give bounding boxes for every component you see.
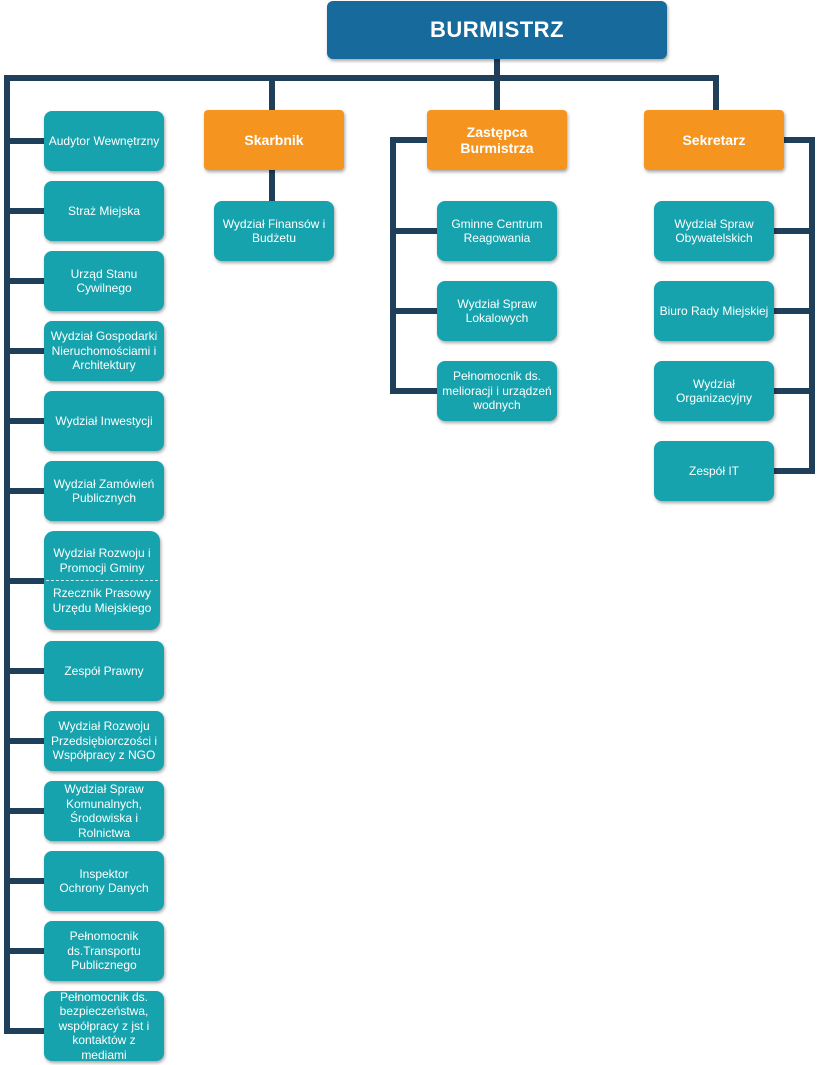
node-sekretarz-label: Sekretarz [682,132,746,148]
node-zespol-prawny: Zespół Prawny [44,641,164,701]
node-label: Biuro Rady Miejskiej [659,303,769,318]
node-audytor-wewnetrzny: Audytor Wewnętrzny [44,111,164,171]
node-label: Straż Miejska [67,203,141,218]
node-biuro-rady-miejskiej: Biuro Rady Miejskiej [654,281,774,341]
node-skarbnik: Skarbnik [204,110,344,170]
node-zespol-it: Zespół IT [654,441,774,501]
node-sekretarz: Sekretarz [644,110,784,170]
node-wydzial-spraw-obywatelskich: Wydział Spraw Obywatelskich [654,201,774,261]
node-wydzial-zamowien-publicznych: Wydział Zamówień Publicznych [44,461,164,521]
node-label: Wydział Rozwoju i Promocji Gminy [53,546,151,575]
node-label: Gminne Centrum Reagowania [451,216,543,246]
node-label: Wydział Inwestycji [55,413,153,428]
node-label: Pełnomocnik ds.Transportu Publicznego [67,929,141,973]
node-label: Pełnomocnik ds. bezpieczeństwa, współpra… [58,989,150,1062]
node-pelnomocnik-transportu: Pełnomocnik ds.Transportu Publicznego [44,921,164,981]
node-label: Zespół Prawny [64,663,144,678]
node-wydzial-finansow-i-budzetu: Wydział Finansów i Budżetu [214,201,334,261]
node-label: Wydział Spraw Lokalowych [457,296,537,326]
node-zastepca-label: Zastępca Burmistrza [460,124,534,156]
node-wydzial-rozwoju-i-promocji-gminy: Wydział Rozwoju i Promocji Gminy Rzeczni… [44,531,160,630]
node-label: Wydział Zamówień Publicznych [53,476,155,506]
node-burmistrz: BURMISTRZ [327,1,667,59]
node-label: Wydział Organizacyjny [675,376,753,406]
node-wydzial-organizacyjny: Wydział Organizacyjny [654,361,774,421]
node-pelnomocnik-bezpieczenstwa: Pełnomocnik ds. bezpieczeństwa, współpra… [44,989,164,1062]
node-inspektor-ochrony-danych: Inspektor Ochrony Danych [44,851,164,911]
node-label-secondary: Rzecznik Prasowy Urzędu Miejskiego [52,586,152,615]
node-urzad-stanu-cywilnego: Urząd Stanu Cywilnego [44,251,164,311]
node-straz-miejska: Straż Miejska [44,181,164,241]
node-label: Pełnomocnik ds. melioracji i urządzeń wo… [442,369,552,413]
node-label: Wydział Gospodarki Nieruchomościami i Ar… [50,329,158,373]
node-label: Wydział Spraw Komunalnych, Środowiska i … [64,782,144,840]
node-label: Inspektor Ochrony Danych [59,866,149,896]
node-wydzial-gospodarki-nieruchomosciami: Wydział Gospodarki Nieruchomościami i Ar… [44,321,164,381]
node-burmistrz-label: BURMISTRZ [429,16,565,42]
node-wydzial-inwestycji: Wydział Inwestycji [44,391,164,451]
node-label: Audytor Wewnętrzny [48,133,160,148]
node-pelnomocnik-melioracji: Pełnomocnik ds. melioracji i urządzeń wo… [437,361,557,421]
node-label: Wydział Spraw Obywatelskich [674,216,754,246]
node-wydzial-spraw-komunalnych: Wydział Spraw Komunalnych, Środowiska i … [44,781,164,841]
node-label: Wydział Rozwoju Przedsiębiorczości i Wsp… [50,719,158,763]
node-label: Zespół IT [688,463,739,478]
node-label: Urząd Stanu Cywilnego [70,266,138,296]
node-wydzial-spraw-lokalowych: Wydział Spraw Lokalowych [437,281,557,341]
node-wydzial-rozwoju-przedsiebiorczosci: Wydział Rozwoju Przedsiębiorczości i Wsp… [44,711,164,771]
node-divider [46,580,158,581]
node-zastepca-burmistrza: Zastępca Burmistrza [427,110,567,170]
node-skarbnik-label: Skarbnik [244,132,304,148]
node-label: Wydział Finansów i Budżetu [222,216,326,246]
node-gminne-centrum-reagowania: Gminne Centrum Reagowania [437,201,557,261]
